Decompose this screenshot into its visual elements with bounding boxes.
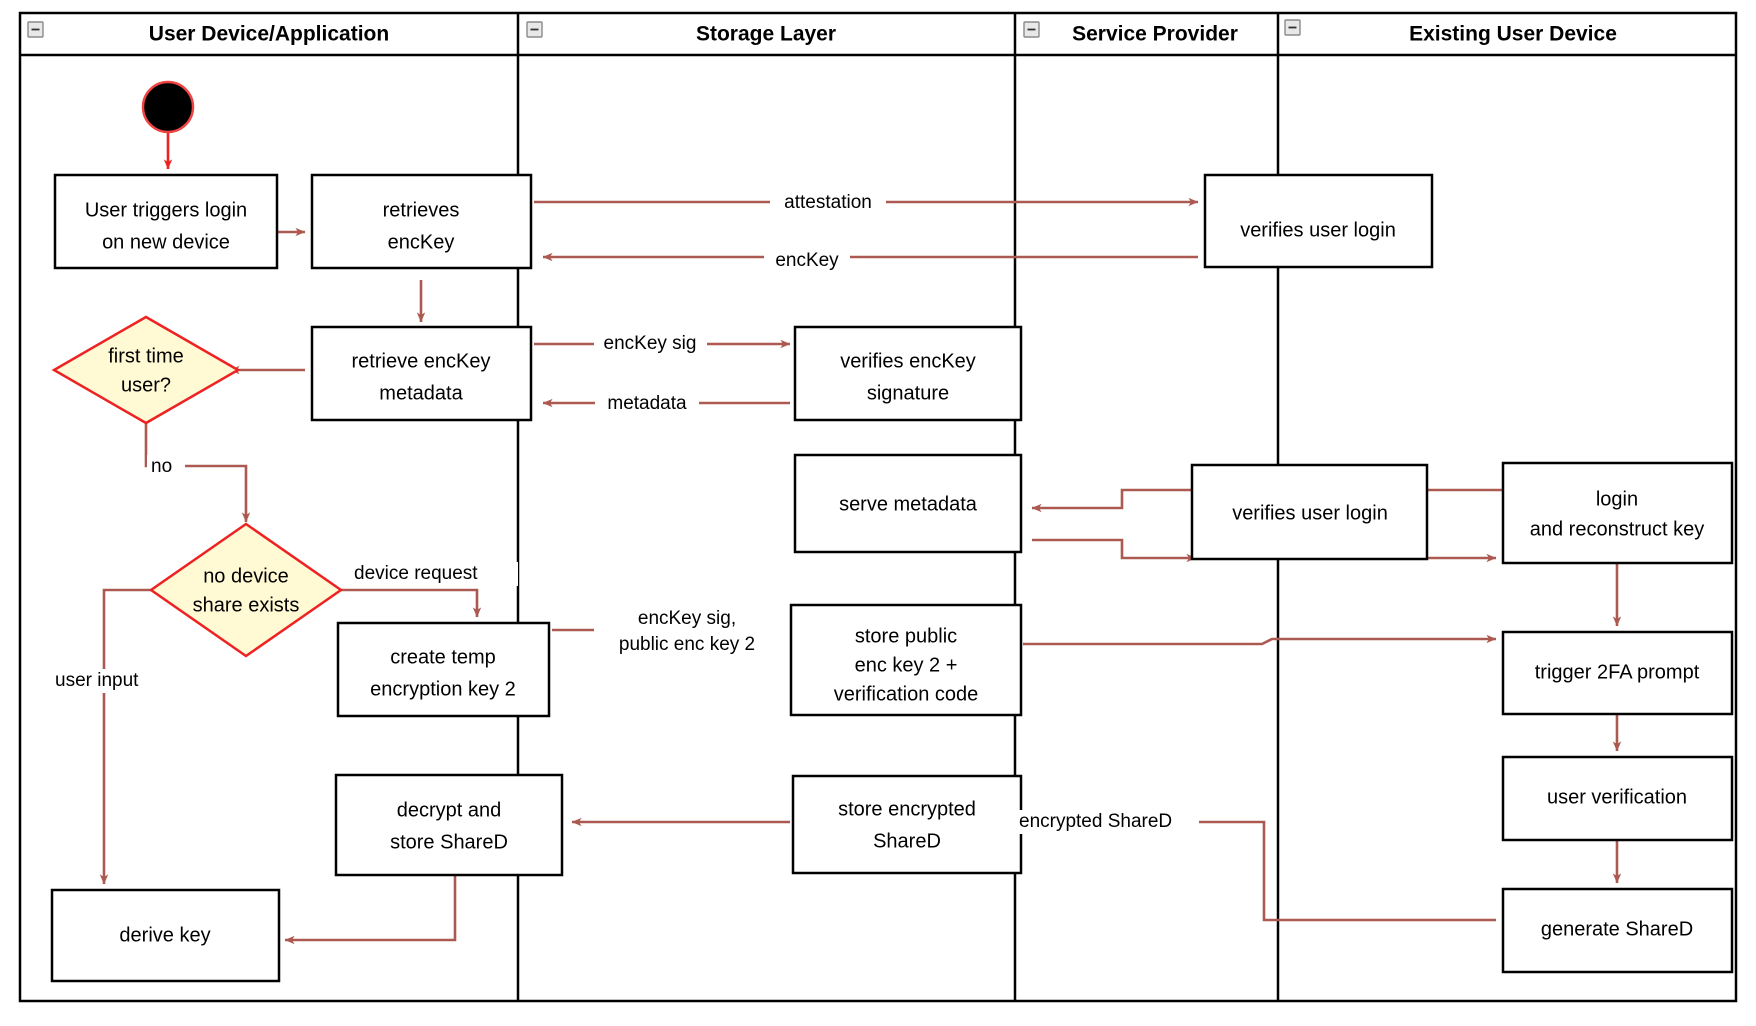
node-create-temp-encryption-key-2[interactable]: create temp encryption key 2 xyxy=(336,621,551,718)
lane-header-existing-device[interactable]: Existing User Device xyxy=(1284,19,1617,46)
minus-box-icon[interactable] xyxy=(1023,21,1040,38)
node-label-line1: trigger 2FA prompt xyxy=(1535,661,1700,683)
node-label-line1: verifies user login xyxy=(1240,219,1396,241)
node-label-line2: store ShareD xyxy=(390,831,508,853)
minus-box-icon[interactable] xyxy=(1284,19,1301,36)
edge-s2-to-p2 xyxy=(1032,538,1197,563)
node-generate-shared[interactable]: generate ShareD xyxy=(1501,887,1734,974)
svg-text:encKey sig: encKey sig xyxy=(604,333,697,354)
node-user-verification[interactable]: user verification xyxy=(1501,755,1734,842)
node-label-line1: store encrypted xyxy=(838,798,976,820)
node-label-line1: serve metadata xyxy=(839,493,978,515)
node-label-line2: metadata xyxy=(379,382,463,404)
node-label-line1: retrieves xyxy=(383,199,460,221)
svg-text:device request: device request xyxy=(354,563,478,584)
lane-header-user-device[interactable]: User Device/Application xyxy=(27,21,389,46)
node-store-public-enc-key-2[interactable]: store public enc key 2 + verification co… xyxy=(789,603,1023,717)
node-user-triggers-login[interactable]: User triggers login on new device xyxy=(53,173,279,270)
node-label-line2: share exists xyxy=(193,594,300,616)
svg-text:encrypted ShareD: encrypted ShareD xyxy=(1019,811,1172,832)
node-label-line1: User triggers login xyxy=(85,199,247,221)
minus-box-icon[interactable] xyxy=(27,21,44,38)
node-label-line2: on new device xyxy=(102,231,230,253)
node-label-line1: derive key xyxy=(119,924,210,946)
node-label-line2: ShareD xyxy=(873,830,941,852)
svg-text:attestation: attestation xyxy=(784,192,872,213)
node-label-line2: encryption key 2 xyxy=(370,678,516,700)
node-label-line2: and reconstruct key xyxy=(1530,518,1705,540)
svg-text:no: no xyxy=(151,456,172,477)
node-derive-key[interactable]: derive key xyxy=(50,888,281,983)
node-verifies-enckey-signature[interactable]: verifies encKey signature xyxy=(793,325,1023,422)
node-login-and-reconstruct-key[interactable]: login and reconstruct key xyxy=(1501,461,1734,565)
node-label-line1: verifies user login xyxy=(1232,502,1388,524)
lane-title-existing-device: Existing User Device xyxy=(1409,23,1617,46)
edge-label-enckey-sig: encKey sig xyxy=(594,332,707,356)
edge-label-enckey-sig-public-enc-key-2: encKey sig, public enc key 2 xyxy=(594,605,780,657)
diagram-frame xyxy=(18,11,1738,1003)
edge-d2-to-n4-device-request xyxy=(333,588,482,618)
edge-label-no: no xyxy=(147,455,185,479)
initial-node xyxy=(141,80,195,134)
svg-text:encKey sig,: encKey sig, xyxy=(638,608,736,629)
node-label-line2: signature xyxy=(867,382,949,404)
svg-text:public enc key 2: public enc key 2 xyxy=(619,634,755,655)
edge-p2-to-s2-serve-metadata-in xyxy=(1031,488,1196,513)
node-decision-first-time-user[interactable]: first time user? xyxy=(51,315,241,425)
node-store-encrypted-shared[interactable]: store encrypted ShareD xyxy=(791,774,1023,875)
node-label-line2: enc key 2 + xyxy=(855,654,958,676)
node-verifies-user-login-2[interactable]: verifies user login xyxy=(1190,463,1429,561)
node-label-line1: decrypt and xyxy=(397,799,502,821)
edge-d2-to-n6-user-input xyxy=(99,588,160,885)
edge-e4-to-s4-encrypted-shared xyxy=(1031,817,1496,922)
node-label-line2: encKey xyxy=(388,231,455,253)
svg-text:metadata: metadata xyxy=(607,393,687,414)
edge-d1-to-d2-no xyxy=(144,421,251,523)
lane-title-storage: Storage Layer xyxy=(696,23,836,46)
node-decision-no-device-share[interactable]: no device share exists xyxy=(148,522,344,658)
node-label-line1: login xyxy=(1596,488,1638,510)
edge-label-device-request: device request xyxy=(350,562,518,586)
lane-header-storage[interactable]: Storage Layer xyxy=(526,21,836,46)
node-retrieve-enckey-metadata[interactable]: retrieve encKey metadata xyxy=(310,325,533,422)
node-serve-metadata[interactable]: serve metadata xyxy=(793,453,1023,554)
minus-box-icon[interactable] xyxy=(526,21,543,38)
node-decrypt-and-store-shared[interactable]: decrypt and store ShareD xyxy=(334,773,564,877)
node-label-line3: verification code xyxy=(834,683,979,705)
edge-s3-to-e2 xyxy=(1023,634,1497,646)
node-label-line1: retrieve encKey xyxy=(352,350,491,372)
edge-label-user-input: user input xyxy=(52,669,162,693)
node-label-line1: generate ShareD xyxy=(1541,918,1693,940)
node-label-line1: user verification xyxy=(1547,786,1687,808)
node-trigger-2fa-prompt[interactable]: trigger 2FA prompt xyxy=(1501,630,1734,716)
node-retrieves-enckey[interactable]: retrieves encKey xyxy=(310,173,533,270)
lane-title-service-provider: Service Provider xyxy=(1072,23,1238,46)
edge-label-enckey: encKey xyxy=(764,248,850,272)
lane-title-user-device: User Device/Application xyxy=(149,23,389,46)
edge-label-metadata: metadata xyxy=(595,392,699,416)
svg-text:encKey: encKey xyxy=(775,250,839,271)
edge-n5-to-n6 xyxy=(284,876,457,945)
svg-text:user input: user input xyxy=(55,670,139,691)
lane-header-service-provider[interactable]: Service Provider xyxy=(1023,21,1238,46)
node-label-line1: no device xyxy=(203,565,289,587)
node-label-line1: verifies encKey xyxy=(840,350,976,372)
node-verifies-user-login-1[interactable]: verifies user login xyxy=(1203,173,1434,269)
node-label-line1: first time xyxy=(108,345,184,367)
node-label-line1: store public xyxy=(855,625,957,647)
node-label-line1: create temp xyxy=(390,646,496,668)
edge-label-encrypted-shared: encrypted ShareD xyxy=(1017,810,1199,834)
node-label-line2: user? xyxy=(121,374,171,396)
edge-label-attestation: attestation xyxy=(770,190,886,214)
